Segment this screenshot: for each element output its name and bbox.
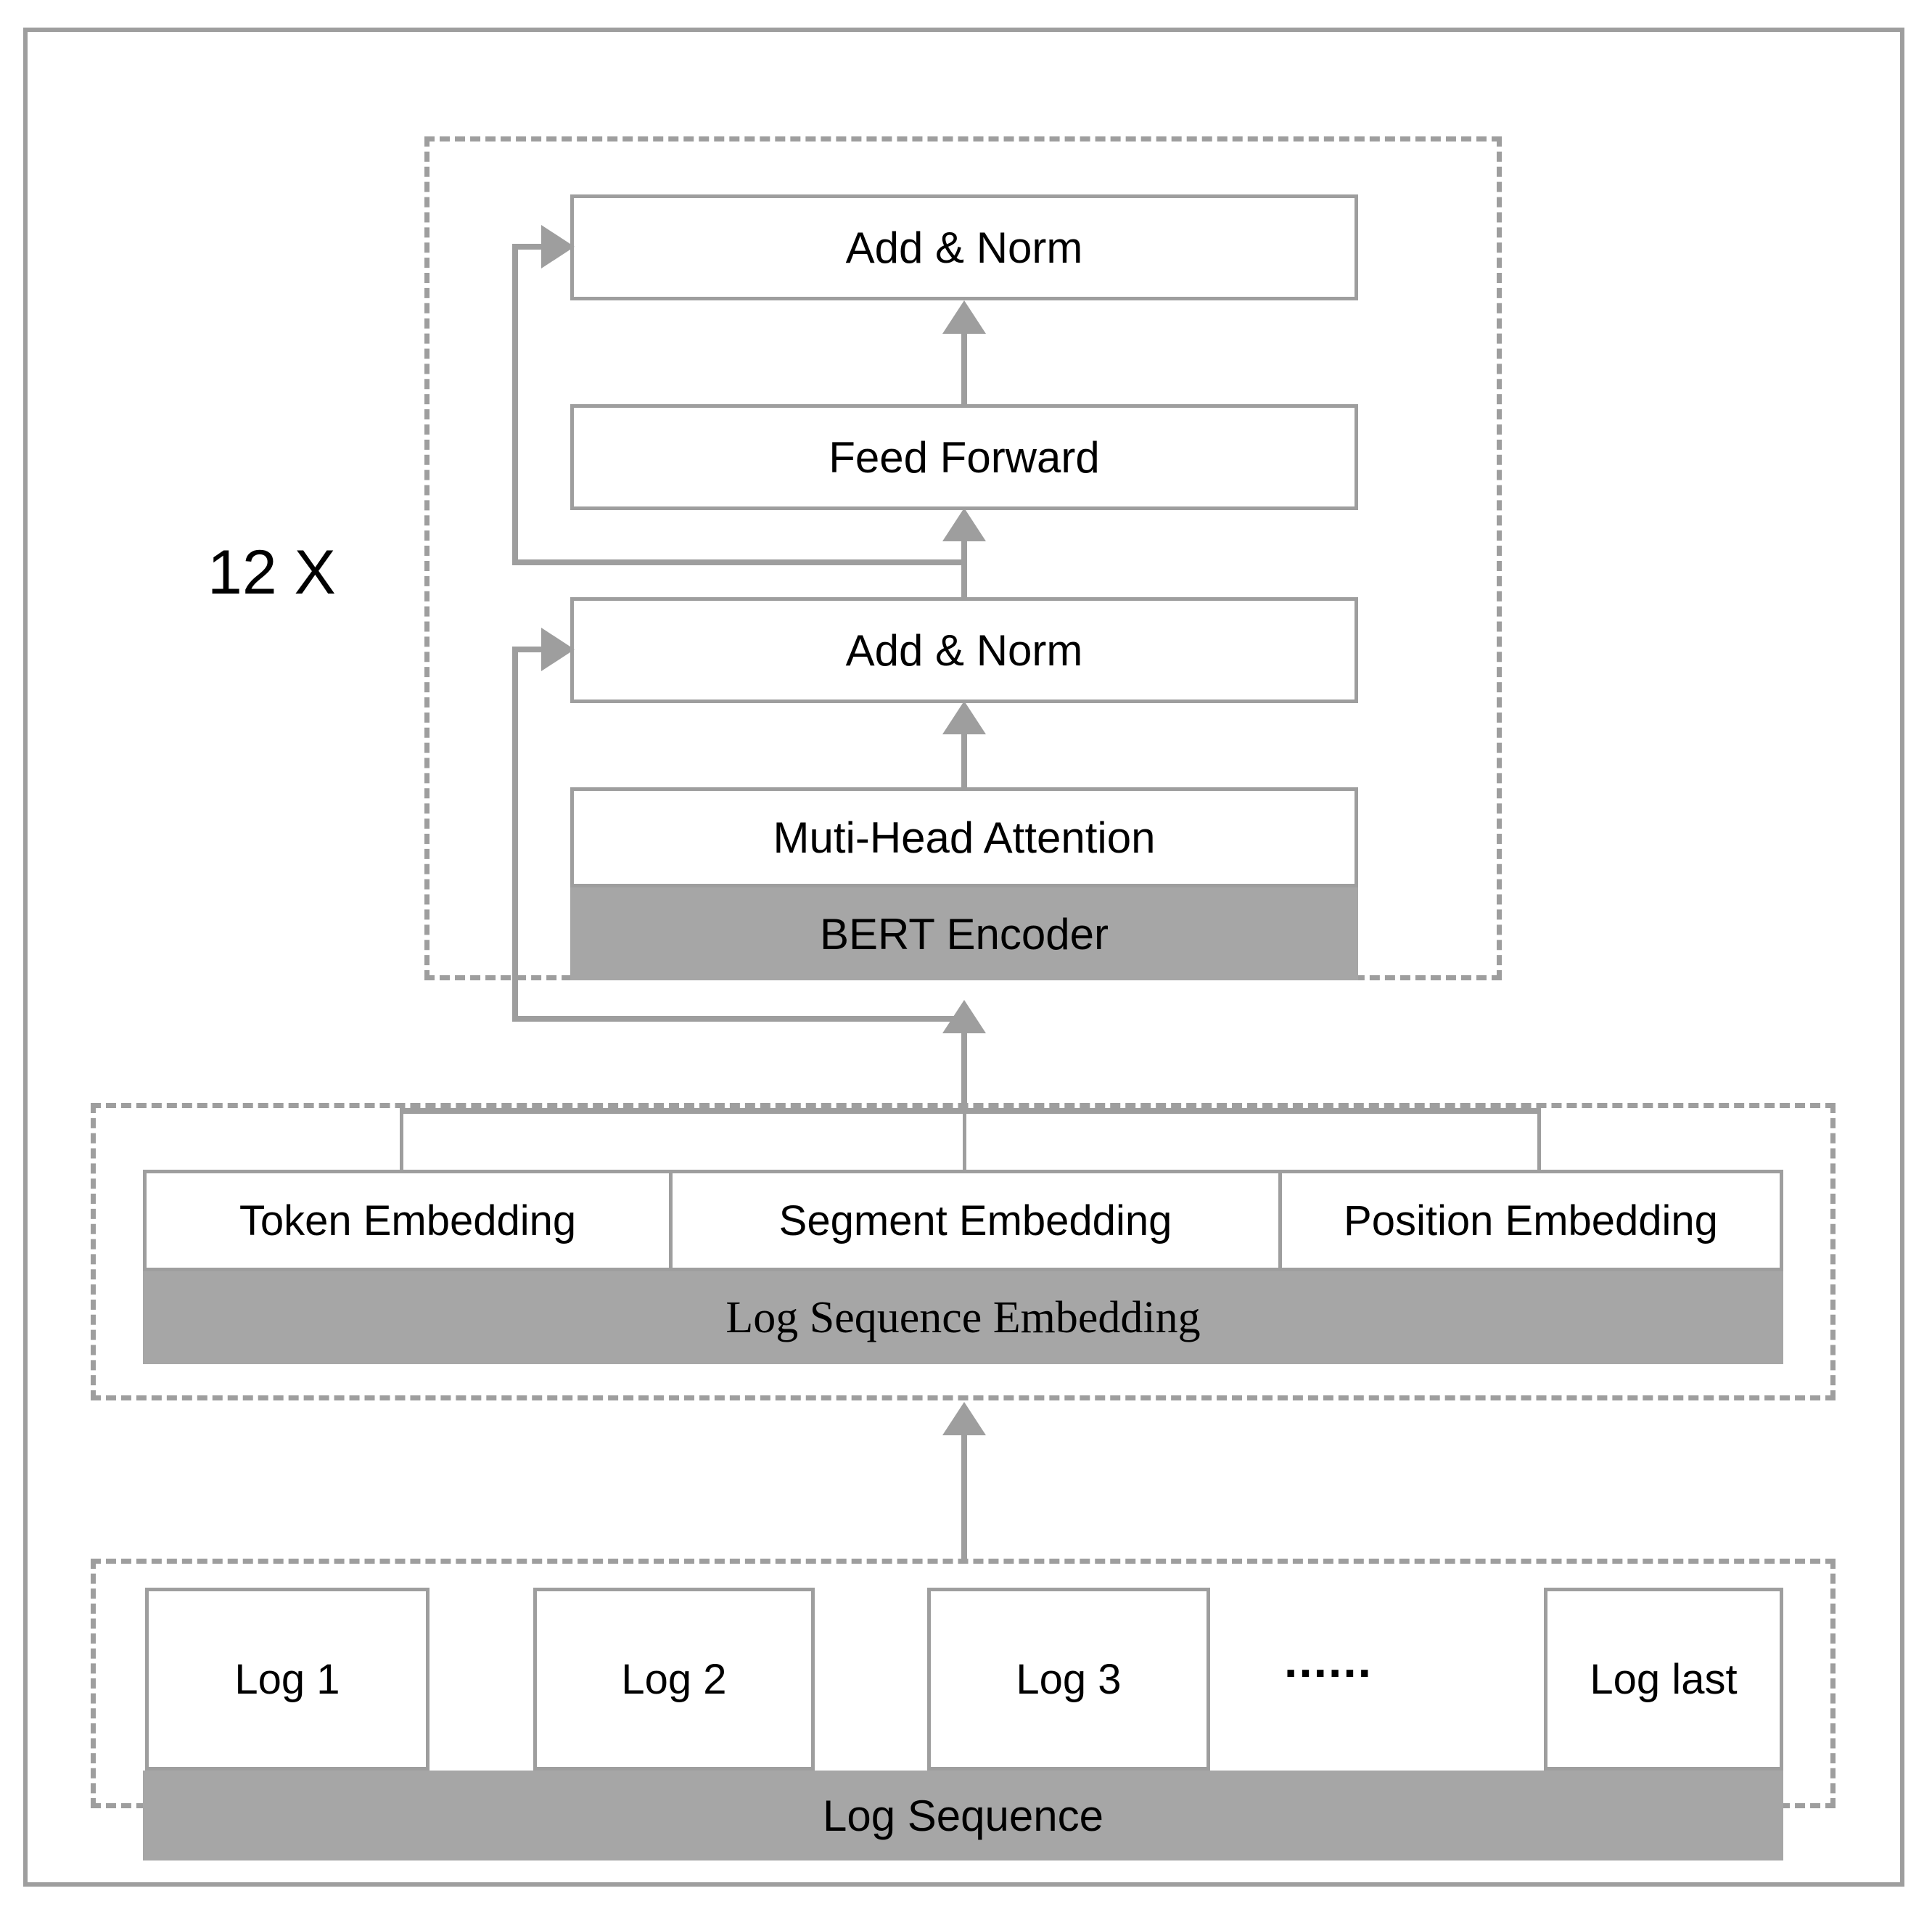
band-log-sequence-embedding-label: Log Sequence Embedding [725,1292,1201,1342]
connector-logs-to-embedding [961,1435,967,1559]
log-item-1-label: Log 1 [234,1655,340,1703]
residual-1-vertical-segment [512,244,518,563]
block-add-norm-bottom-label: Add & Norm [845,625,1083,675]
log-sequence-embedding-group [91,1103,1836,1400]
connector-attn-to-addnorm-bottom [961,720,967,792]
arrowhead-residual-1 [541,225,575,268]
embedding-box-position[interactable]: Position Embedding [1278,1170,1783,1271]
log-item-3-label: Log 3 [1016,1655,1122,1703]
residual-1-top-segment [512,244,548,250]
encoder-repeat-label: 12 X [207,538,336,607]
arrowhead-embedding-to-encoder [942,1000,986,1033]
residual-1-bottom-segment [512,559,966,565]
embedding-box-segment-label: Segment Embedding [778,1197,1172,1244]
band-log-sequence-embedding: Log Sequence Embedding [143,1271,1783,1364]
residual-2-bottom-segment [512,1016,966,1022]
embedding-box-token-label: Token Embedding [239,1197,577,1244]
log-item-1[interactable]: Log 1 [145,1588,429,1771]
log-item-2-label: Log 2 [621,1655,727,1703]
band-log-sequence: Log Sequence [143,1771,1783,1860]
residual-2-vertical-segment [512,647,518,1019]
embedding-box-position-label: Position Embedding [1344,1197,1718,1244]
connector-addnorm-bottom-to-ff [961,527,967,603]
log-items-ellipsis: ...... [1284,1633,1373,1687]
embedding-box-token[interactable]: Token Embedding [143,1170,673,1271]
log-item-2[interactable]: Log 2 [533,1588,815,1771]
block-add-norm-bottom[interactable]: Add & Norm [570,597,1358,703]
block-multi-head-attention[interactable]: Muti-Head Attention [570,787,1358,887]
embedding-bracket-top [400,1108,1541,1114]
residual-2-top-segment [512,647,548,652]
connector-embedding-to-encoder [961,1019,967,1106]
block-add-norm-top[interactable]: Add & Norm [570,194,1358,300]
log-item-last[interactable]: Log last [1544,1588,1783,1771]
band-log-sequence-label: Log Sequence [822,1791,1103,1840]
log-item-last-label: Log last [1590,1655,1738,1703]
log-item-3[interactable]: Log 3 [927,1588,1210,1771]
arrowhead-residual-2 [541,628,575,671]
block-feed-forward[interactable]: Feed Forward [570,404,1358,510]
embedding-box-segment[interactable]: Segment Embedding [669,1170,1282,1271]
connector-ff-to-addnorm-top [961,319,967,406]
embedding-bracket-left-leg [400,1108,403,1173]
embedding-bracket-center-leg [963,1108,966,1173]
block-multi-head-attention-label: Muti-Head Attention [773,813,1156,862]
block-add-norm-top-label: Add & Norm [845,223,1083,272]
band-bert-encoder-label: BERT Encoder [820,909,1109,959]
band-bert-encoder: BERT Encoder [570,887,1358,980]
arrowhead-addnorm-bottom-to-ff [942,508,986,541]
arrowhead-logs-to-embedding [942,1402,986,1435]
embedding-bracket-right-leg [1537,1108,1541,1173]
arrowhead-ff-to-addnorm-top [942,300,986,334]
block-feed-forward-label: Feed Forward [829,432,1100,482]
arrowhead-attn-to-addnorm-bottom [942,701,986,734]
